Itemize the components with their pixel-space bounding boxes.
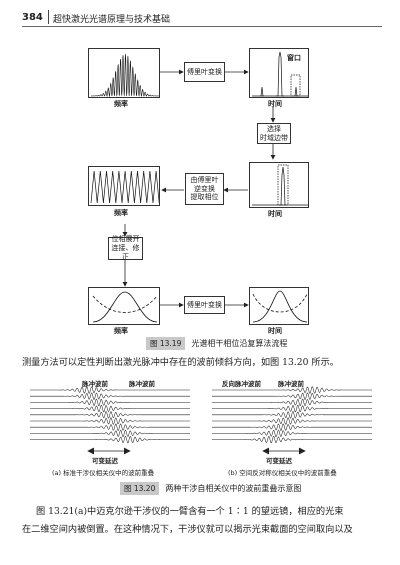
left-pulse-wavefront-label: 脉冲波前 [129,380,155,388]
temporal-pulse-plot [252,290,308,323]
figure-13-20-tag: 图 13.20 [120,482,160,495]
right-wavefront-overlap-plot [212,386,372,444]
time-domain-panel [249,48,309,98]
figure-13-19-tag: 图 13.19 [146,337,186,350]
fourier-transform-box-2: 傅里叶变换 [184,296,225,314]
figure-13-19-text: 光谱相干相位沿复算法流程 [191,339,288,348]
left-pulse-front-label: 脉冲波前 [82,380,108,388]
freq-label-3: 频率 [114,327,128,335]
window-label: 窗口 [287,54,301,62]
paragraph-1: 测量方法可以定性判断出激光脉冲中存在的波前倾斜方向，如图 13.20 所示。 [22,357,339,368]
wrapped-phase-panel [88,166,160,206]
right-pulse-wavefront-label: 脉冲波前 [278,380,304,388]
time-label-1: 时间 [268,100,282,108]
header-rule [22,26,382,27]
right-subcaption: (b) 空间反对称仪相关仪中的波前重叠 [228,469,337,477]
sawtooth-plot [90,170,159,204]
spectrum-phase-panel [88,287,160,325]
running-title: 超快激光光谱原理与技术基础 [53,15,171,25]
time-peaks-plot [252,51,308,97]
freq-label-2: 频率 [114,209,128,217]
phase-unwrap-box: 位相展开 连接、修正 [108,235,143,261]
left-delay-arrow [87,447,131,455]
left-wavefront-overlap-plot [30,386,190,444]
interferogram-plot [91,54,159,97]
header-divider [48,10,49,24]
temporal-pulse-panel [249,287,309,325]
page-number: 384 [22,12,43,23]
flow-arrows [122,69,276,308]
paragraph-2-line-2: 在二维空间内被倒置。在这种情况下，干涉仪就可以揭示光束截面的空间取向以及 [22,524,353,535]
right-reverse-front-label: 反向脉冲波前 [222,380,261,388]
spectral-interferogram-panel [88,48,160,98]
inverse-fourier-box: 由傅里叶 逆变换 提取相位 [185,173,224,205]
freq-label-1: 频率 [114,100,128,108]
time-label-2: 时间 [268,210,282,218]
fourier-transform-box: 傅里叶变换 [184,62,225,82]
figure-13-20-text: 两种干涉自相关仪中的波前重叠示意图 [165,484,302,493]
right-delay-arrow [262,447,306,455]
selected-peak-plot [252,164,308,206]
paragraph-2-line-1: 图 13.21(a)中迈克尔逊干涉仪的一臂含有一个 1∶1 的望远镜，相应的光束 [36,506,344,517]
figure-13-19-caption: 图 13.19 光谱相干相位沿复算法流程 [146,337,287,350]
right-variable-delay-label: 可变延迟 [266,457,292,465]
spectrum-phase-plot [92,291,158,323]
time-label-3: 时间 [268,327,282,335]
selected-sideband-panel [249,162,309,208]
figure-13-20-caption: 图 13.20 两种干涉自相关仪中的波前重叠示意图 [120,482,301,495]
select-sideband-box: 选择 时域边带 [257,123,291,144]
left-subcaption: (a) 标准干涉仪相关仪中的波前重叠 [52,469,155,477]
left-variable-delay-label: 可变延迟 [92,457,118,465]
